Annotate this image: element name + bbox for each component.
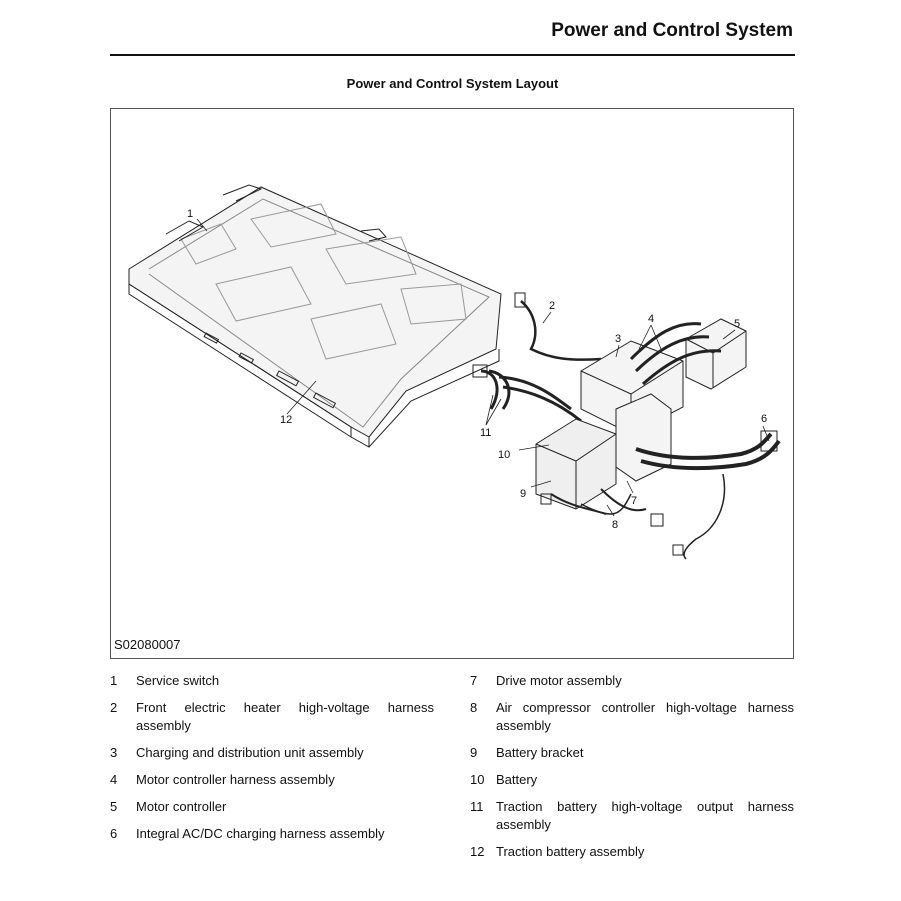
legend-text: Integral AC/DC charging harness assembly — [136, 826, 385, 841]
legend-number: 6 — [110, 826, 118, 841]
legend-right-column: 7 Drive motor assembly 8 Air compressor co… — [470, 672, 794, 870]
legend-item: 4 Motor controller harness assembly — [110, 771, 434, 789]
legend-item: 7 Drive motor assembly — [470, 672, 794, 690]
legend-text: Service switch — [136, 673, 220, 688]
legend-item: 3 Charging and distribution unit assembly — [110, 744, 434, 762]
figure-callouts: 1 2 3 4 5 6 7 8 9 10 11 12 — [187, 208, 767, 531]
legend-item: 9 Battery bracket — [470, 744, 794, 762]
legend-text: Motor controller — [136, 799, 227, 814]
callout-4: 4 — [648, 313, 654, 325]
legend-item: 10 Battery — [470, 771, 794, 789]
legend-number: 11 — [470, 799, 484, 814]
callout-3: 3 — [615, 333, 621, 345]
legend-item: 2 Front electric heater high-voltage harn… — [110, 699, 434, 735]
legend-left-column: 1 Service switch 2 Front electric heater h… — [110, 672, 434, 852]
callout-1: 1 — [187, 208, 193, 220]
legend-text: Charging and distribution unit assembly — [136, 745, 364, 760]
legend-text: Battery — [496, 772, 538, 787]
callout-8: 8 — [612, 519, 618, 531]
legend-item: 6 Integral AC/DC charging harness assembl… — [110, 825, 434, 843]
legend-number: 7 — [470, 673, 478, 688]
callout-10: 10 — [498, 449, 510, 461]
legend-number: 1 — [110, 673, 118, 688]
legend-text: Traction battery assembly — [496, 844, 645, 859]
callout-5: 5 — [734, 318, 740, 330]
legend-item: 1 Service switch — [110, 672, 434, 690]
legend-text: Front electric heater high-voltage harne… — [136, 700, 434, 733]
layout-illustration: 1 2 3 4 5 6 7 8 9 10 11 12 — [128, 184, 781, 560]
drive-motor-battery-drawing — [535, 393, 672, 515]
header-divider — [110, 54, 795, 56]
legend-text: Motor controller harness assembly — [136, 772, 335, 787]
legend-number: 5 — [110, 799, 118, 814]
callout-6: 6 — [761, 413, 767, 425]
legend-number: 4 — [110, 772, 118, 787]
callout-12: 12 — [280, 414, 292, 426]
legend-text: Traction battery high-voltage output har… — [496, 799, 794, 832]
legend-number: 3 — [110, 745, 118, 760]
figure-title: Power and Control System Layout — [346, 76, 559, 91]
traction-battery-pack-drawing — [128, 184, 502, 448]
legend-number: 2 — [110, 700, 118, 715]
legend-number: 9 — [470, 745, 478, 760]
air-compressor-harness-drawing — [540, 493, 632, 515]
legend-item: 11 Traction battery high-voltage output h… — [470, 798, 794, 834]
figure-code: S02080007 — [114, 637, 181, 652]
legend-text: Drive motor assembly — [496, 673, 622, 688]
page-header-title: Power and Control System — [551, 20, 793, 41]
callout-9: 9 — [520, 488, 526, 500]
front-heater-harness-drawing — [514, 292, 602, 361]
legend-text: Battery bracket — [496, 745, 584, 760]
legend-number: 8 — [470, 700, 478, 715]
legend-item: 12 Traction battery assembly — [470, 843, 794, 861]
charging-harness-drawing — [635, 430, 781, 560]
legend-item: 5 Motor controller — [110, 798, 434, 816]
callout-11: 11 — [480, 427, 491, 439]
legend-number: 10 — [470, 772, 485, 787]
callout-2: 2 — [549, 300, 555, 312]
callout-7: 7 — [631, 495, 637, 507]
layout-figure: 1 2 3 4 5 6 7 8 9 10 11 12 S02080007 — [110, 108, 794, 659]
legend-text: Air compressor controller high-voltage h… — [496, 700, 794, 733]
hv-output-harness-drawing — [472, 364, 582, 423]
legend-item: 8 Air compressor controller high-voltage … — [470, 699, 794, 735]
legend-number: 12 — [470, 844, 485, 859]
